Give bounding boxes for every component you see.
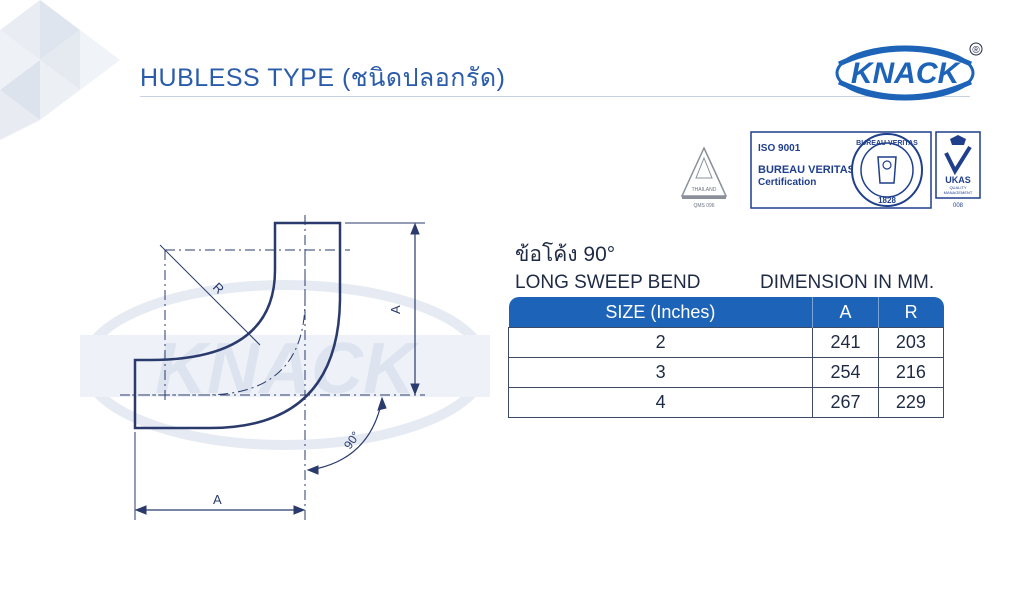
cell-a: 267: [812, 387, 879, 418]
header-divider: [140, 96, 970, 97]
table-header-row: SIZE (Inches) A R: [508, 297, 944, 328]
cell-size: 4: [507, 387, 814, 418]
cell-r: 203: [877, 327, 945, 358]
cell-r: 229: [877, 387, 945, 418]
logo-text: KNACK: [851, 57, 962, 90]
tisi-label: THAILAND: [692, 187, 717, 193]
cell-size: 2: [507, 327, 814, 358]
label-r: R: [210, 280, 227, 297]
dimension-table: SIZE (Inches) A R 2 241 203 3 254 216 4 …: [507, 297, 945, 418]
ukas-label: UKAS: [945, 175, 971, 185]
tisi-code: QMS 096: [693, 203, 714, 209]
cell-size: 3: [507, 357, 814, 388]
label-a-horizontal: A: [213, 492, 222, 507]
iso-certification-badge: ISO 9001 BUREAU VERITAS Certification BU…: [750, 131, 981, 209]
label-angle: 90°: [341, 429, 363, 452]
iso-cert: Certification: [758, 177, 816, 188]
bv-seal-text: BUREAU VERITAS: [856, 140, 918, 147]
iso-standard: ISO 9001: [758, 143, 801, 154]
product-subtitle: LONG SWEEP BEND: [515, 272, 701, 293]
header-size: SIZE (Inches): [508, 297, 813, 328]
knack-logo: KNACK ®: [835, 42, 983, 101]
ukas-sub1: QUALITY: [949, 185, 966, 190]
header-a: A: [812, 297, 879, 328]
product-title: ข้อโค้ง 90°: [515, 243, 616, 266]
ukas-sub2: MANAGEMENT: [944, 190, 973, 195]
registered-mark: ®: [972, 45, 980, 56]
cell-a: 254: [812, 357, 879, 388]
page-title: HUBLESS TYPE (ชนิดปลอกรัด): [140, 64, 506, 92]
tisi-certification-mark: THAILAND QMS 096: [680, 146, 728, 209]
corner-decoration: [0, 0, 120, 140]
iso-body: BUREAU VERITAS: [758, 164, 855, 176]
cell-a: 241: [812, 327, 879, 358]
label-a-vertical: A: [388, 305, 403, 314]
cell-r: 216: [877, 357, 945, 388]
table-row: 3 254 216: [507, 357, 945, 388]
header-r: R: [877, 297, 944, 328]
bv-year: 1828: [878, 196, 896, 205]
ukas-code: 008: [953, 203, 964, 209]
dimension-note: DIMENSION IN MM.: [760, 272, 935, 293]
table-row: 2 241 203: [507, 327, 945, 358]
table-row: 4 267 229: [507, 387, 945, 418]
watermark-text: KNACK: [155, 329, 420, 409]
bend-technical-drawing: R A A 90°: [120, 215, 425, 520]
